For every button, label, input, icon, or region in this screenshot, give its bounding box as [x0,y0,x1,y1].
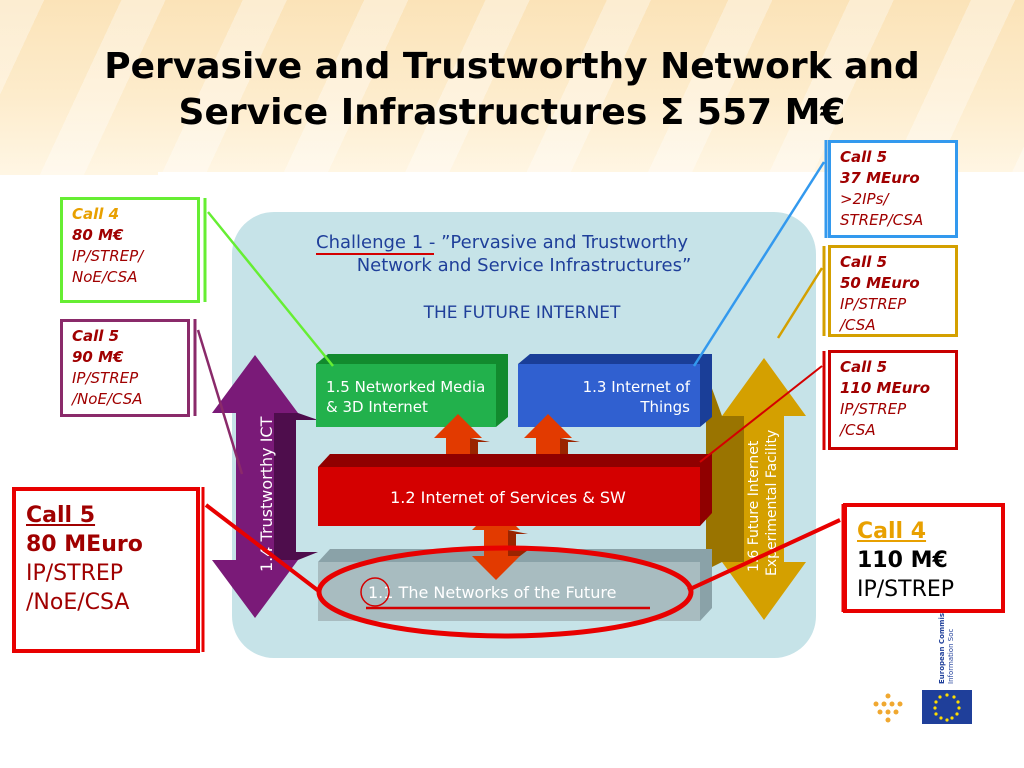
block-1-2: 1.2 Internet of Services & SW [318,454,712,526]
block-1-6-label-2: Experimental Facility [764,430,780,576]
challenge-text-1: - ”Pervasive and Trustworthy [423,232,688,253]
line-call5-left-90 [196,329,244,475]
call-amount: 110 M€ [857,548,948,573]
line-call5-right-37 [692,161,826,367]
call-box-right-call5-37: Call 5 37 MEuro >2IPs/ STREP/CSA [828,140,958,238]
block-1-3-label-1: 1.3 Internet of [583,378,691,396]
block-1-3-label-2: Things [639,398,690,416]
call-amount: 80 MEuro [26,532,143,557]
line-call4-left [207,211,334,367]
call-amount: 90 M€ [72,348,124,366]
block-1-5: 1.5 Networked Media & 3D Internet [316,354,508,427]
dots-icon [873,693,903,723]
challenge-subtitle: THE FUTURE INTERNET [423,303,621,323]
call-box-left-call5-80: Call 5 80 MEuro IP/STREP /NoE/CSA [12,487,200,653]
call-name: Call 5 [26,503,96,528]
block-1-3: 1.3 Internet of Things [518,354,712,427]
call-amount: 37 MEuro [840,169,920,187]
block-1-1-text: The Networks of the Future [393,583,616,602]
call-box-left-call4: Call 4 80 M€ IP/STREP/ NoE/CSA [60,197,200,303]
block-1-2-label: 1.2 Internet of Services & SW [390,488,626,507]
call-type-2: /CSA [840,316,876,334]
call-type-2: STREP/CSA [840,211,924,229]
call-name: Call 5 [840,253,888,271]
block-1-1-num-highlight [360,577,390,607]
eu-logo-text-2: Information Soc [947,629,955,684]
eu-logo: European Commis Information Soc [922,613,972,724]
call-box-right-call4-110: Call 4 110 M€ IP/STREP [843,503,1005,613]
call-name: Call 4 [72,205,120,223]
call-type-2: /NoE/CSA [26,590,130,615]
page-title: Pervasive and Trustworthy Network and Se… [20,44,1004,136]
call-name: Call 5 [840,358,888,376]
title-line-2: Service Infrastructures Σ 557 M€ [178,92,846,133]
call-type: IP/STREP/ [72,247,144,265]
block-1-5-label-2: & 3D Internet [326,398,428,416]
call-amount: 110 MEuro [840,379,931,397]
call-amount: 50 MEuro [840,274,920,292]
challenge-panel [232,212,816,658]
call-box-right-call5-110: Call 5 110 MEuro IP/STREP /CSA [828,350,958,450]
call-name: Call 4 [857,519,927,544]
call-type-2: /CSA [840,421,876,439]
line-call4-right-110 [687,518,841,592]
call-type-2: /NoE/CSA [72,390,143,408]
call-type: >2IPs/ [840,190,889,208]
challenge-heading: Challenge 1 - ”Pervasive and Trustworthy [316,232,688,253]
call-box-right-call5-50: Call 5 50 MEuro IP/STREP /CSA [828,245,958,337]
title-line-1: Pervasive and Trustworthy Network and [104,46,920,87]
line-call5-right-110 [699,365,823,463]
call-type-2: NoE/CSA [72,268,138,286]
header-background [0,0,1024,175]
call-name: Call 5 [840,148,888,166]
eu-logo-text-1: European Commis [938,613,946,684]
line-call5-right-50 [776,267,824,339]
call-amount: 80 M€ [72,226,124,244]
block-1-4-arrow: 1.4 Trustworthy ICT [212,355,318,618]
block-1-1 [318,549,712,621]
call-type: IP/STREP [26,561,124,586]
challenge-text-2: Network and Service Infrastructures” [357,255,692,276]
block-1-1-num: 1.1 [368,583,393,602]
call-type: IP/STREP [72,369,139,387]
call-type: IP/STREP [840,295,907,313]
call-name: Call 5 [72,327,120,345]
call-box-left-call5-90: Call 5 90 M€ IP/STREP /NoE/CSA [60,319,190,417]
block-1-6-label-1: 1.6 Future Internet [746,440,762,572]
block-1-1-label: 1.1 The Networks of the Future [368,583,616,602]
challenge-prefix: Challenge 1 [316,232,423,253]
block-1-6-arrow: 1.6 Future Internet Experimental Facilit… [706,358,806,620]
block-1-4-label: 1.4 Trustworthy ICT [257,416,276,572]
call-type: IP/STREP [840,400,907,418]
line-call5-left-80 [204,503,322,594]
call-type: IP/STREP [857,577,955,602]
block-1-5-label-1: 1.5 Networked Media [326,378,485,396]
